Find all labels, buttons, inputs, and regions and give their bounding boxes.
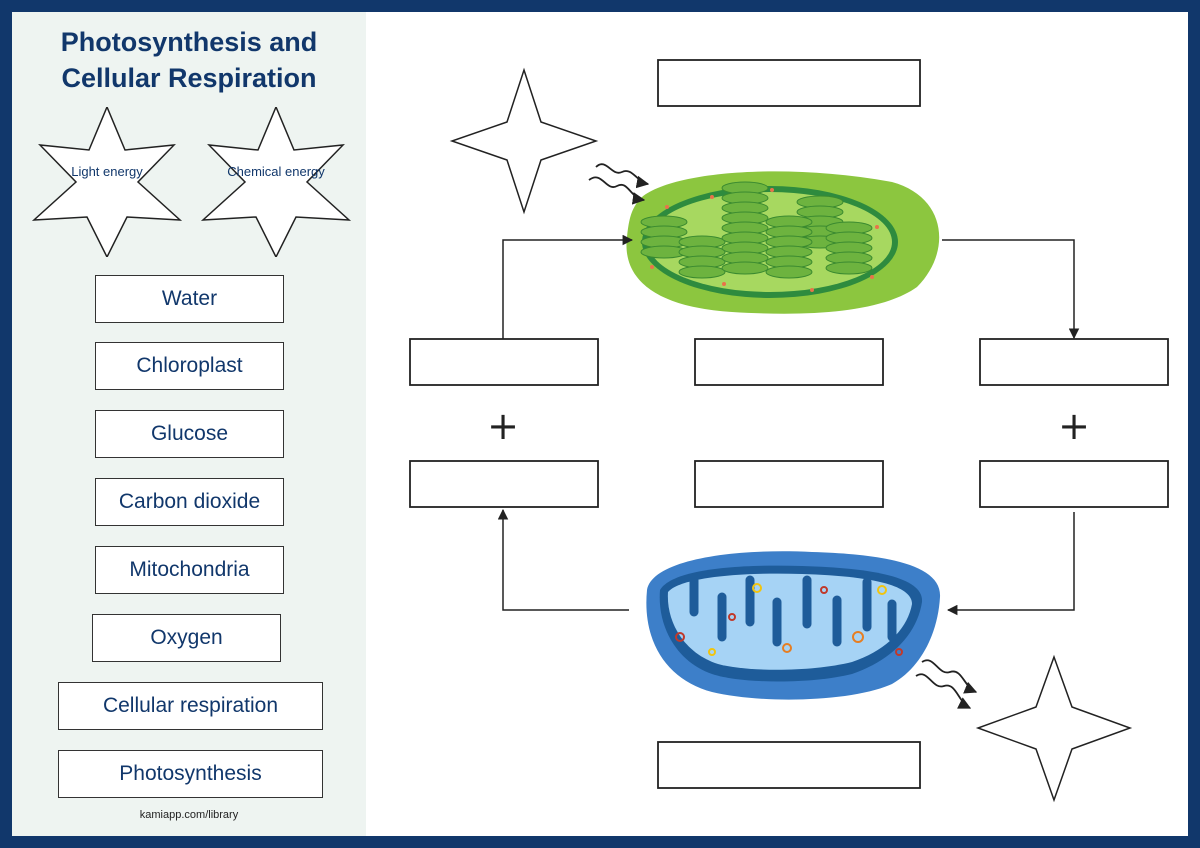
chemical-energy-wave-arrows (915, 659, 978, 709)
answer-box-left-upper[interactable] (409, 338, 599, 386)
footer-credit: kamiapp.com/library (139, 809, 239, 821)
word-card-oxygen[interactable]: Oxygen (92, 614, 281, 662)
star-icon (31, 107, 183, 257)
answer-box-top[interactable] (657, 59, 921, 107)
word-card-mitochondria[interactable]: Mitochondria (95, 546, 284, 594)
word-card-carbon-dioxide[interactable]: Carbon dioxide (95, 478, 284, 526)
page-title: Photosynthesis and Cellular Respiration (60, 27, 318, 93)
answer-box-right-lower[interactable] (979, 460, 1169, 508)
light-energy-wave-arrows (588, 163, 650, 205)
plus-sign-right: + (1058, 404, 1090, 448)
light-energy-card[interactable]: Light energy (27, 107, 187, 257)
word-card-chloroplast[interactable]: Chloroplast (95, 342, 284, 390)
word-bank-panel: Photosynthesis and Cellular Respiration … (12, 12, 366, 836)
answer-box-right-upper[interactable] (979, 338, 1169, 386)
light-energy-star-icon (449, 67, 599, 215)
answer-box-bottom[interactable] (657, 741, 921, 789)
answer-box-left-lower[interactable] (409, 460, 599, 508)
mitochondria-illustration (646, 551, 941, 700)
chemical-energy-star-icon (975, 654, 1133, 803)
word-card-water[interactable]: Water (95, 275, 284, 323)
plus-sign-left: + (487, 404, 519, 448)
word-card-glucose[interactable]: Glucose (95, 410, 284, 458)
word-card-cellular-respiration[interactable]: Cellular respiration (58, 682, 323, 730)
chloroplast-illustration (626, 171, 940, 314)
chemical-energy-label: Chemical energy (227, 164, 325, 179)
answer-box-center-lower[interactable] (694, 460, 884, 508)
cycle-connector-arrows (497, 234, 1080, 616)
light-energy-label: Light energy (71, 164, 143, 179)
star-icon (200, 107, 352, 257)
answer-box-center-upper[interactable] (694, 338, 884, 386)
word-card-photosynthesis[interactable]: Photosynthesis (58, 750, 323, 798)
chemical-energy-card[interactable]: Chemical energy (196, 107, 356, 257)
cycle-diagram: + + (409, 59, 1169, 803)
worksheet-page: Photosynthesis and Cellular Respiration … (12, 12, 1188, 836)
